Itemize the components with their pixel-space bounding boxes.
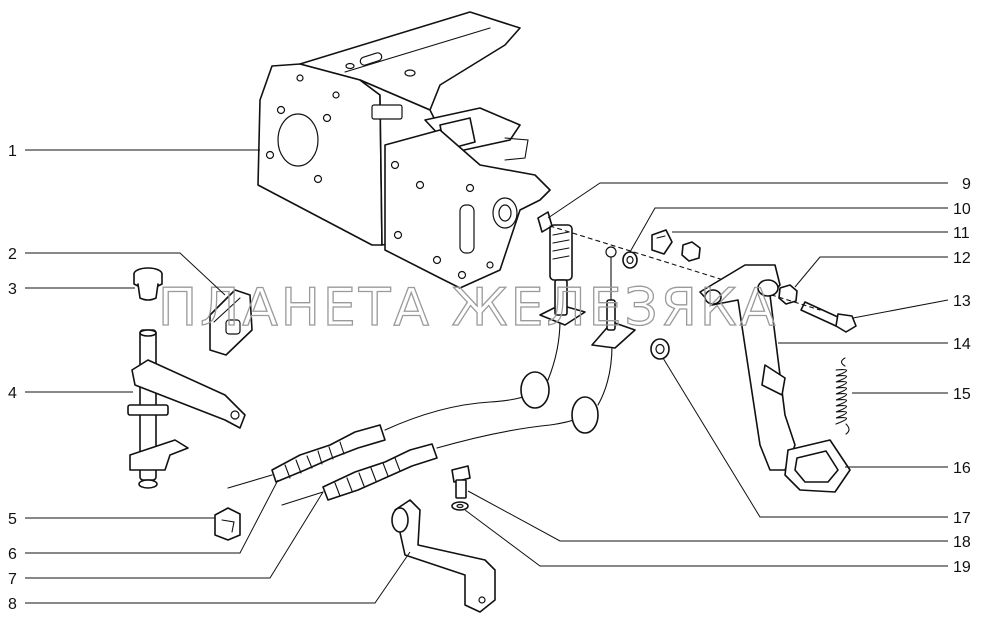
leader-12 [794,256,948,288]
callout-10: 10 [953,201,971,218]
leader-10 [629,207,948,253]
callout-6: 6 [8,546,17,563]
callout-labels: 1 2 3 4 5 6 7 8 9 10 11 12 13 14 15 16 1… [8,143,971,613]
callout-16: 16 [953,460,971,477]
leader-7 [25,491,324,579]
part-17-bushing [650,338,670,360]
callout-8: 8 [8,596,17,613]
part-1-pedal-bracket [257,11,551,289]
part-13-bolt [800,301,857,333]
leader-8 [25,551,411,604]
part-3-cap [133,267,163,301]
part-2-pad [209,289,253,356]
part-15-spring [835,357,850,435]
leader-13 [852,299,949,319]
leader-19 [464,509,948,567]
callout-4: 4 [8,385,17,402]
callout-17: 17 [953,510,971,527]
watermark-text: ПЛАНЕТА ЖЕЛЕЗЯКА [158,278,778,338]
callout-19: 19 [953,559,971,576]
callout-18: 18 [953,534,971,551]
callout-14: 14 [953,336,971,353]
callout-2: 2 [8,246,17,263]
assembly-axis [549,225,821,311]
part-4-shaft-lever [127,329,246,489]
part-8-bracket [391,499,496,613]
part-6-cable [227,224,586,489]
leader-2 [25,252,226,296]
callout-9: 9 [962,176,971,193]
callout-1: 1 [8,143,17,160]
callout-12: 12 [953,250,971,267]
part-5-clip [214,507,241,541]
part-16-pedal-pad [784,439,851,493]
leader-9 [547,182,948,219]
callout-7: 7 [8,571,17,588]
leader-lines [25,149,949,604]
part-7-cable [281,246,636,506]
leader-6 [25,479,279,554]
callout-5: 5 [8,511,17,528]
leader-17 [662,357,948,518]
part-19-washer [451,501,469,511]
callout-15: 15 [953,386,971,403]
part-14-pedal [699,264,796,471]
part-12-nut [681,241,798,305]
part-10-bushing [622,251,638,269]
part-9-clip [537,211,553,233]
leader-18 [467,490,948,542]
part-18-bolt [451,465,471,499]
callout-3: 3 [8,281,17,298]
callout-13: 13 [953,293,971,310]
part-11-retainer [651,229,673,255]
callout-11: 11 [953,225,970,242]
